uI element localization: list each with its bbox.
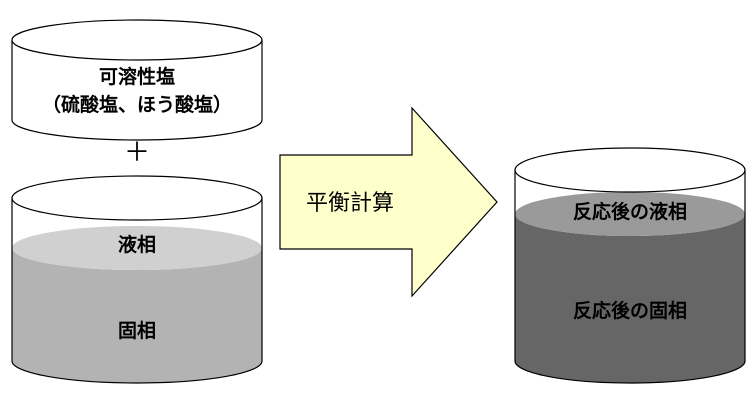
- solid-after-reaction-label: 反応後の固相: [572, 300, 687, 322]
- soluble-salt-label: 可溶性塩: [98, 66, 175, 88]
- soluble-salt-cylinder: [11, 19, 263, 141]
- right-cylinder: [514, 147, 746, 384]
- left-cylinder: [11, 175, 263, 384]
- arrow-shape: [279, 106, 498, 298]
- liquid-after-reaction-label: 反応後の液相: [572, 201, 687, 223]
- plus-sign: ＋: [123, 138, 150, 168]
- soluble-salt-examples-label: （硫酸塩、ほう酸塩）: [41, 94, 232, 116]
- liquid-phase-label: 液相: [117, 234, 156, 256]
- equilibrium-calculation-label: 平衡計算: [305, 191, 394, 216]
- solid-phase-label: 固相: [117, 320, 156, 342]
